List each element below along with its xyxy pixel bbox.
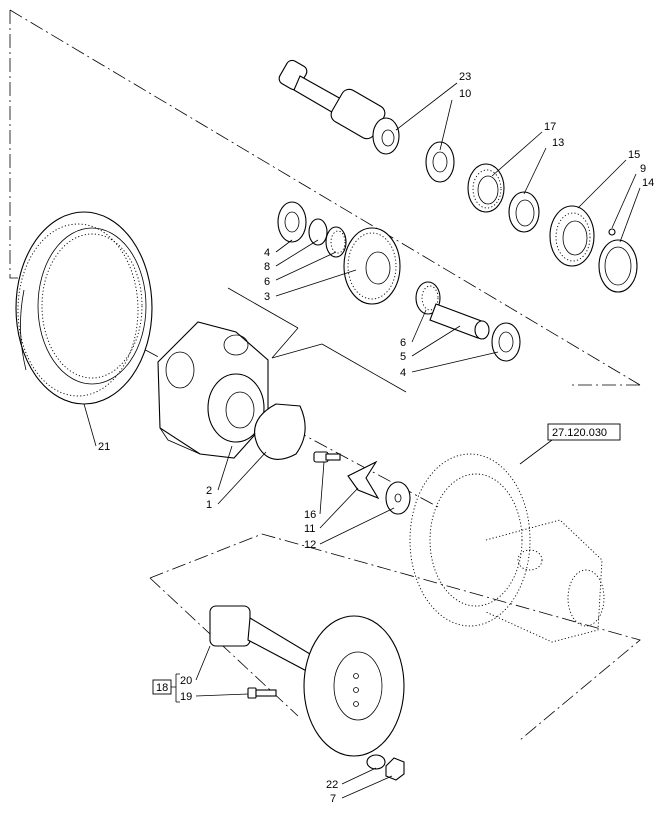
ball-9[interactable] bbox=[608, 228, 616, 236]
washer-22[interactable] bbox=[366, 754, 386, 770]
callout-4-lower[interactable]: 4 bbox=[400, 367, 406, 379]
callout-5[interactable]: 5 bbox=[400, 351, 406, 363]
bolt-16[interactable] bbox=[313, 451, 341, 463]
needle-bearing-6-left[interactable] bbox=[325, 226, 347, 258]
callout-10[interactable]: 10 bbox=[459, 88, 471, 100]
callout-16[interactable]: 16 bbox=[304, 509, 316, 521]
callout-8[interactable]: 8 bbox=[264, 261, 270, 273]
thrust-washer-4-left[interactable] bbox=[277, 201, 307, 243]
callout-14[interactable]: 14 bbox=[642, 177, 654, 189]
planet-gear[interactable] bbox=[343, 227, 401, 305]
planet-carrier[interactable] bbox=[157, 321, 269, 459]
callout-15[interactable]: 15 bbox=[628, 149, 640, 161]
callout-20[interactable]: 20 bbox=[180, 675, 192, 687]
callout-labels: 23 10 17 13 15 9 14 4 8 6 3 6 5 4 2 1 16… bbox=[98, 71, 654, 805]
bearing-17[interactable] bbox=[467, 163, 505, 213]
section-reference[interactable]: 27.120.030 bbox=[547, 423, 621, 441]
washer-12[interactable] bbox=[385, 481, 411, 515]
planet-group-bracket bbox=[227, 287, 407, 393]
callout-2[interactable]: 2 bbox=[206, 485, 212, 497]
lock-ring[interactable] bbox=[254, 403, 306, 460]
callout-22[interactable]: 22 bbox=[326, 779, 338, 791]
callout-7[interactable]: 7 bbox=[330, 793, 336, 805]
input-shaft[interactable] bbox=[277, 58, 400, 155]
callout-12[interactable]: 12 bbox=[304, 539, 316, 551]
nut-7[interactable] bbox=[385, 757, 405, 781]
snap-ring-14[interactable] bbox=[598, 239, 638, 293]
leader-lines bbox=[83, 82, 641, 799]
callout-21[interactable]: 21 bbox=[98, 441, 110, 453]
bearing-15[interactable] bbox=[549, 205, 595, 267]
callout-6-lower[interactable]: 6 bbox=[400, 337, 406, 349]
callout-9[interactable]: 9 bbox=[640, 163, 646, 175]
callout-3[interactable]: 3 bbox=[264, 291, 270, 303]
callout-6-upper[interactable]: 6 bbox=[264, 276, 270, 288]
output-shaft[interactable] bbox=[209, 605, 405, 757]
callout-23[interactable]: 23 bbox=[459, 71, 471, 83]
callout-17[interactable]: 17 bbox=[544, 121, 556, 133]
wheel-stud-19[interactable] bbox=[247, 687, 277, 699]
callout-11[interactable]: 11 bbox=[304, 523, 315, 535]
thrust-washer-10[interactable] bbox=[425, 141, 455, 183]
lock-plate-11[interactable] bbox=[347, 460, 380, 500]
callout-18: 18 bbox=[156, 682, 168, 694]
planet-pin-5[interactable] bbox=[429, 303, 490, 340]
callout-19[interactable]: 19 bbox=[180, 691, 192, 703]
needle-bearing-8[interactable] bbox=[308, 218, 328, 246]
callout-1[interactable]: 1 bbox=[206, 499, 212, 511]
axle-housing[interactable] bbox=[409, 453, 605, 643]
callout-13[interactable]: 13 bbox=[552, 137, 564, 149]
callout-4-upper[interactable]: 4 bbox=[264, 247, 270, 259]
thrust-washer-4-right[interactable] bbox=[491, 322, 521, 362]
ring-gear[interactable] bbox=[15, 211, 153, 405]
needle-bearing-6-right[interactable] bbox=[415, 281, 441, 315]
section-reference-label: 27.120.030 bbox=[552, 427, 607, 439]
group-reference-18[interactable]: 18 bbox=[152, 673, 180, 703]
bearing-race-13[interactable] bbox=[508, 191, 540, 233]
assembly-boundary-upper bbox=[9, 9, 641, 386]
